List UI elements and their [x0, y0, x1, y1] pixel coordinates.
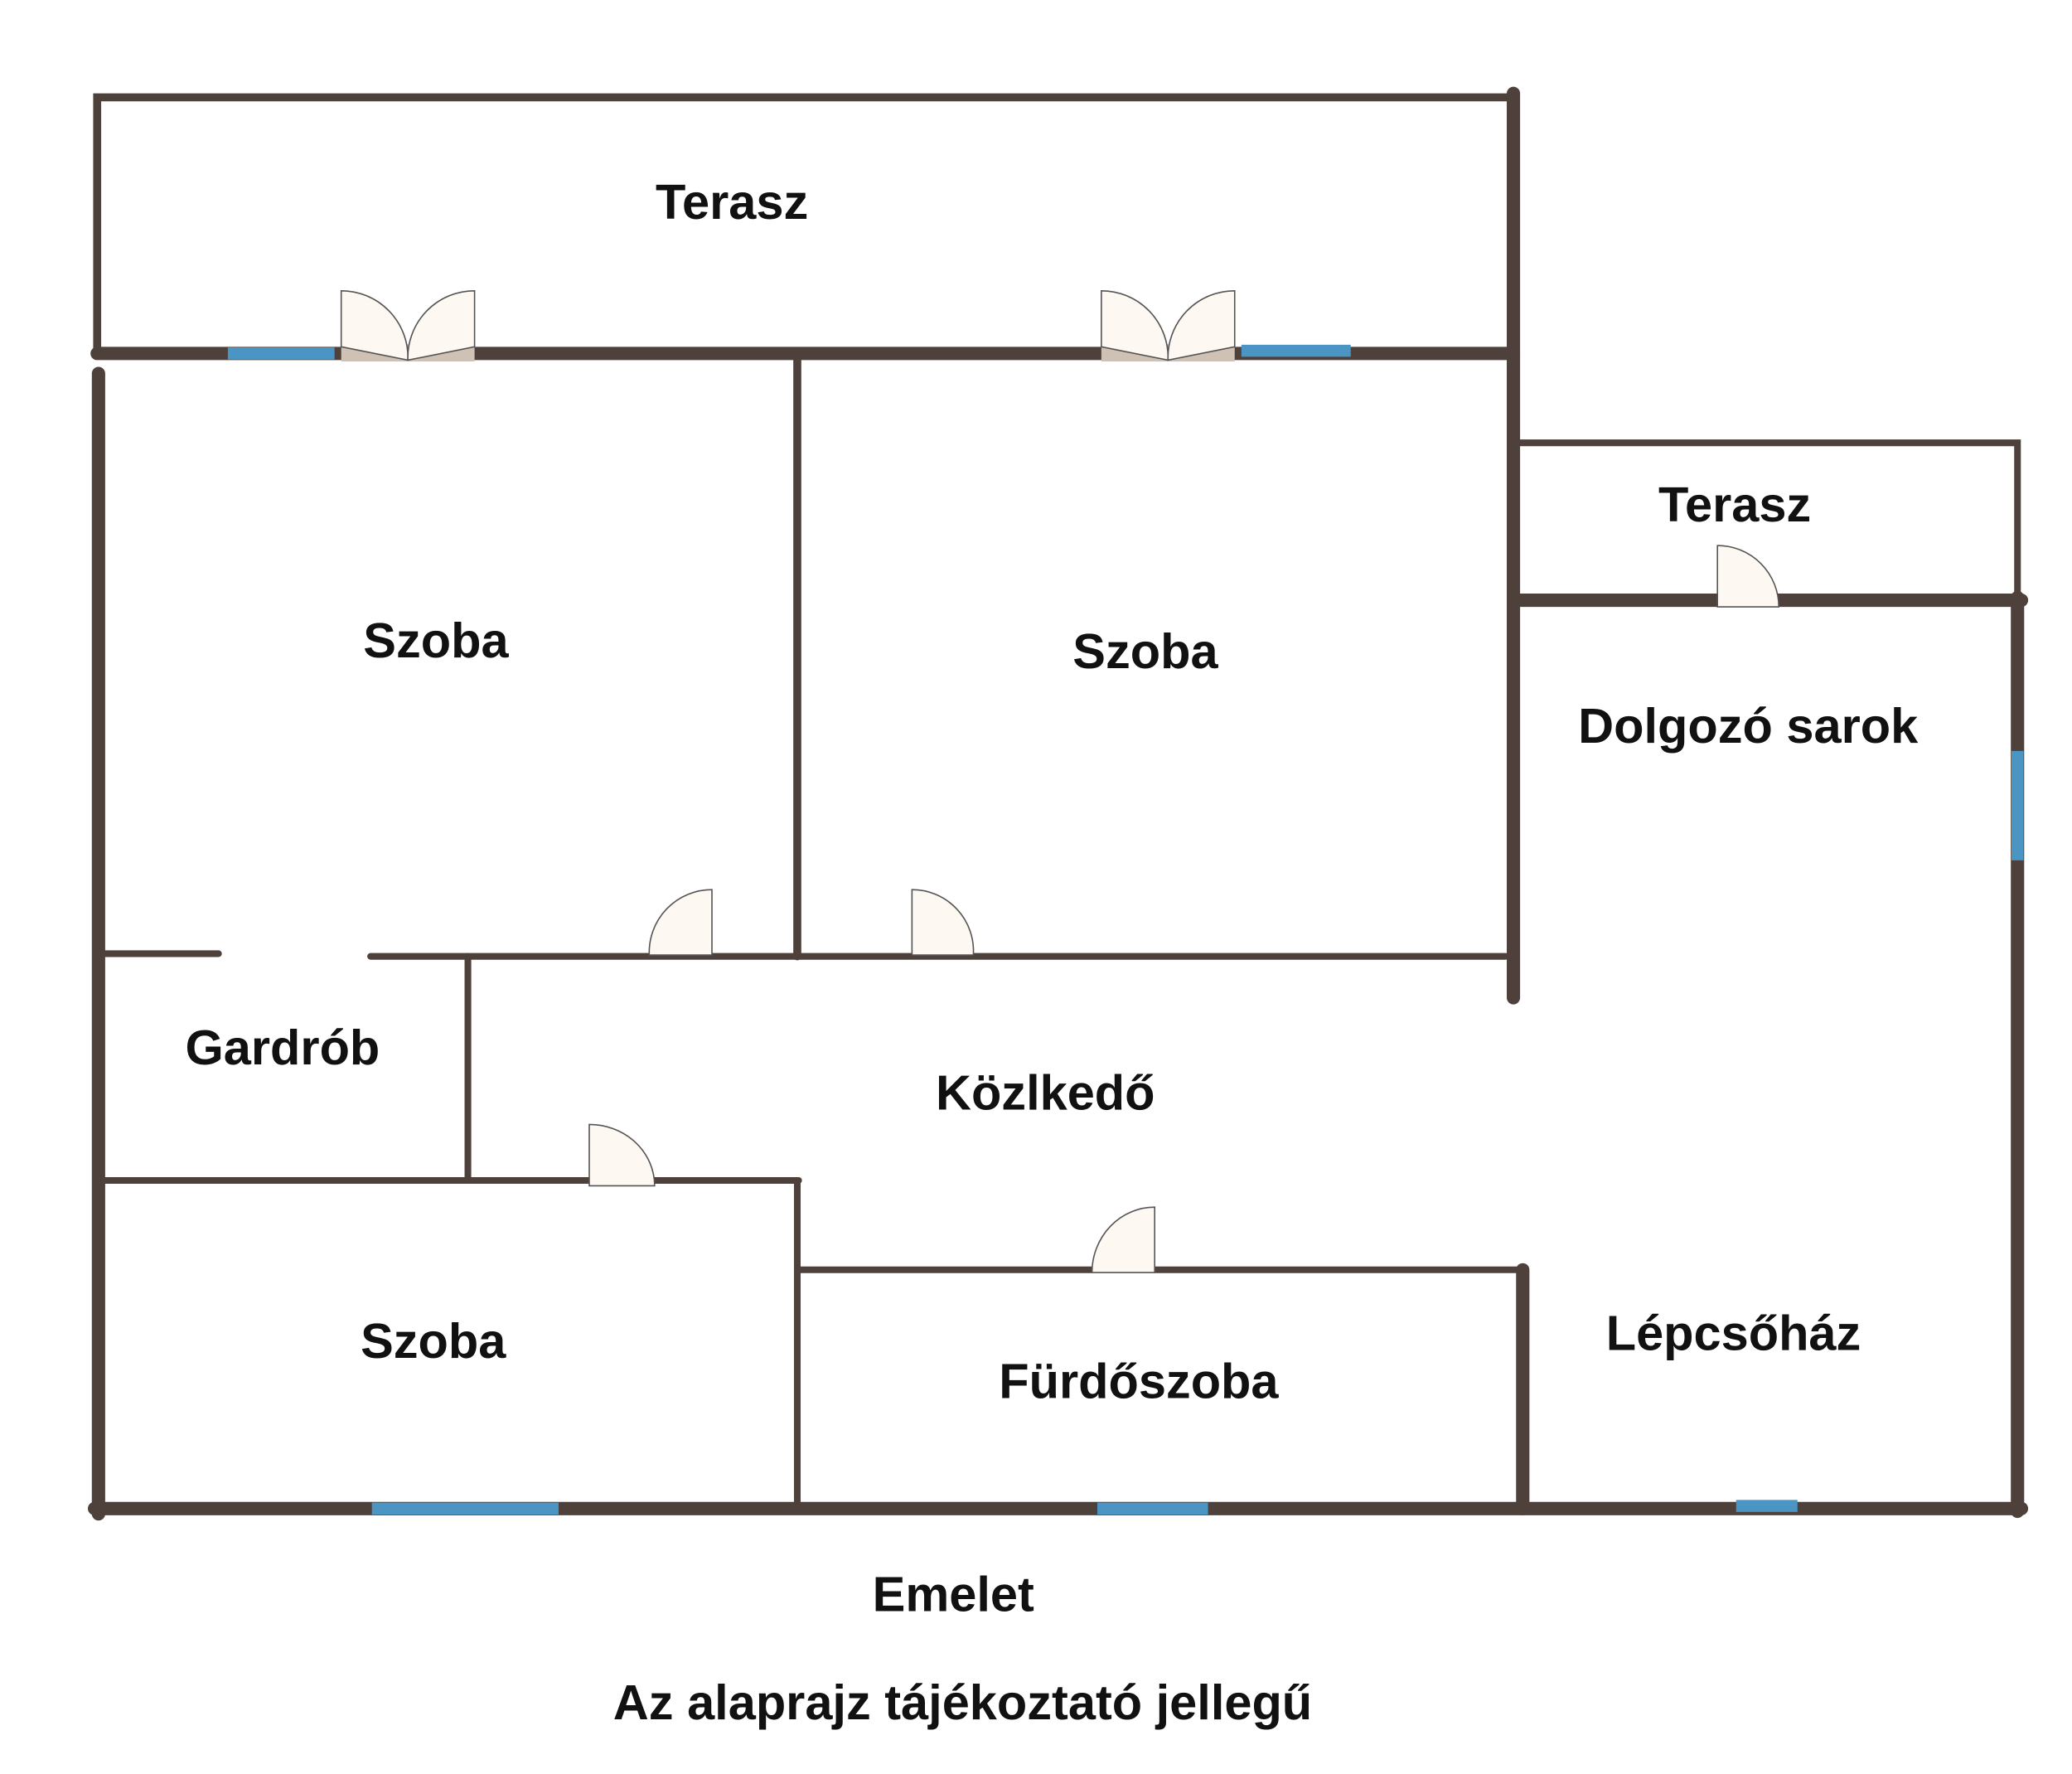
- door-room-2: [911, 889, 975, 956]
- floor-caption: Emelet: [873, 1567, 1034, 1622]
- label-wardrobe: Gardrób: [186, 1020, 380, 1075]
- disclaimer-caption: Az alaprajz tájékoztató jellegű: [613, 1675, 1312, 1730]
- label-terrace-right: Terasz: [1658, 477, 1811, 532]
- label-terrace-top: Terasz: [656, 174, 808, 230]
- door-room-1: [648, 889, 713, 956]
- room-labels: Terasz Terasz Szoba Szoba Dolgozó sarok …: [186, 174, 1920, 1408]
- label-bathroom: Fürdőszoba: [999, 1353, 1279, 1408]
- label-room-2: Szoba: [1072, 623, 1218, 679]
- label-room-1: Szoba: [363, 613, 509, 668]
- doors: [340, 289, 1780, 1273]
- windows: [227, 344, 2024, 1515]
- double-door-1: [340, 289, 476, 362]
- double-door-2: [1101, 289, 1236, 362]
- label-staircase: Lépcsőház: [1606, 1305, 1861, 1360]
- door-bathroom: [1091, 1206, 1156, 1273]
- label-room-3: Szoba: [361, 1313, 506, 1369]
- door-terrace: [1716, 545, 1780, 608]
- label-hallway: Közlkedő: [936, 1065, 1155, 1121]
- door-room-3: [588, 1123, 656, 1187]
- label-study: Dolgozó sarok: [1578, 698, 1919, 754]
